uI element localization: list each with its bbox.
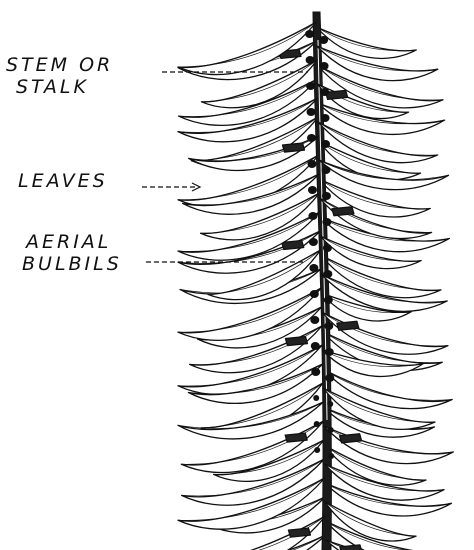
label-stem: STEM OR STALK — [6, 54, 113, 98]
leaf-shading — [285, 337, 307, 346]
bulbil — [307, 108, 316, 116]
bulbil — [321, 114, 330, 122]
bulbil — [310, 290, 319, 298]
leaf-shading — [283, 143, 305, 152]
leaf-shading — [332, 207, 354, 216]
bulbil — [328, 427, 334, 433]
bulbil — [306, 56, 315, 64]
bulbil — [325, 374, 334, 382]
bulbil — [309, 264, 318, 272]
label-aerial-line2: BULBILS — [22, 253, 122, 275]
bulbil — [314, 421, 320, 427]
label-stem-line2: STALK — [6, 76, 113, 98]
bulbil — [307, 160, 316, 168]
bulbil — [305, 30, 314, 38]
bulbil — [313, 395, 319, 401]
bulbil — [324, 296, 333, 304]
bulbil — [319, 36, 328, 44]
bulbil — [323, 244, 332, 252]
bulbil — [309, 238, 318, 246]
label-aerial-bulbils: AERIAL BULBILS — [22, 231, 122, 275]
bulbil — [308, 212, 317, 220]
bulbil — [307, 134, 316, 142]
bulbil — [311, 342, 320, 350]
label-stem-line1: STEM OR — [6, 54, 113, 76]
bulbil — [324, 322, 333, 330]
bulbil — [308, 186, 317, 194]
bulbil — [327, 401, 333, 407]
bulbil — [325, 348, 334, 356]
bulbil — [311, 368, 320, 376]
leaf-shading — [285, 433, 307, 442]
leaf — [178, 478, 325, 529]
label-leaves: LEAVES — [18, 170, 108, 192]
bulbil — [328, 453, 334, 459]
bulbil — [310, 316, 319, 324]
leaf-shading — [340, 434, 362, 443]
bulbil — [321, 140, 330, 148]
bulbil — [306, 82, 315, 90]
leaf — [178, 22, 316, 75]
bulbil — [322, 218, 331, 226]
bulbil — [321, 166, 330, 174]
label-aerial-line1: AERIAL — [22, 231, 122, 253]
bulbil — [320, 88, 329, 96]
bulbil — [314, 447, 320, 453]
bulbil — [320, 62, 329, 70]
leaf-shading — [337, 321, 359, 330]
bulbil — [323, 270, 332, 278]
bulbil — [322, 192, 331, 200]
leaf-shading — [288, 528, 310, 537]
